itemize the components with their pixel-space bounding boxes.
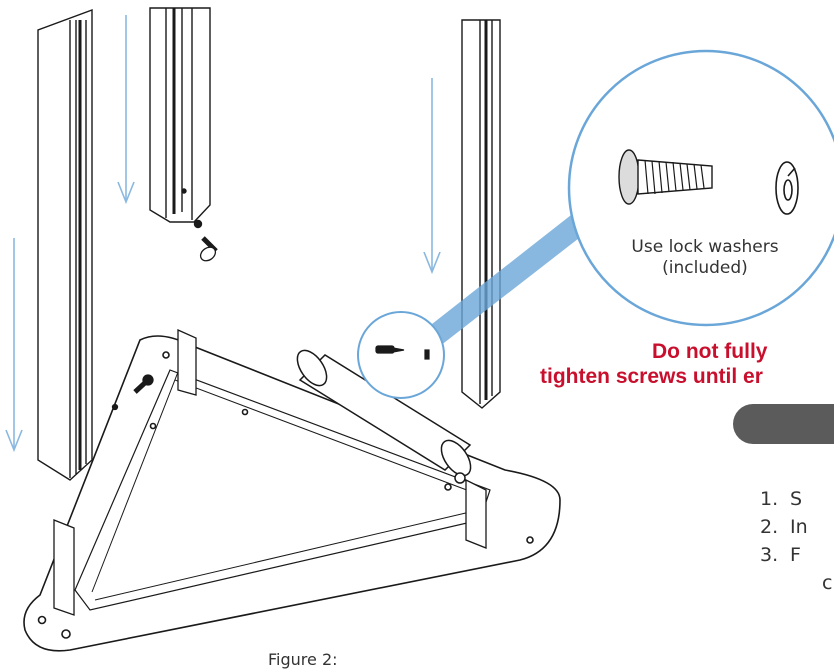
warning-line-1: Do not fully	[652, 340, 768, 363]
corner-brackets	[53, 328, 487, 616]
small-screw-icon	[375, 345, 430, 360]
step-number: 3.	[760, 544, 779, 566]
right-post	[461, 19, 501, 409]
step-number: 1.	[760, 488, 779, 510]
step-item: 2. In	[760, 516, 832, 544]
screw-detail-icon	[618, 149, 713, 205]
step-text: F	[790, 544, 801, 566]
steps-list: 1. S 2. In 3. F c	[760, 488, 832, 600]
callout-connector	[418, 208, 592, 346]
callout-line-1: Use lock washers	[631, 237, 779, 257]
motion-arrows	[5, 15, 441, 453]
step-continuation: c	[822, 572, 833, 594]
base-screw-icon	[111, 374, 154, 411]
step-text: S	[790, 488, 803, 510]
screw-icon	[199, 236, 218, 262]
triangular-base	[23, 335, 561, 652]
step-item: 3. F	[760, 544, 832, 572]
warning-line-2: tighten screws until er	[540, 365, 763, 388]
lock-washer-icon	[775, 161, 799, 215]
step-text: In	[790, 516, 808, 538]
step-number: 2.	[760, 516, 779, 538]
middle-post	[149, 7, 211, 229]
step-item: 1. S	[760, 488, 832, 516]
section-heading-pill	[733, 404, 834, 444]
callout-line-2: (included)	[662, 258, 748, 278]
callout-text: Use lock washers (included)	[590, 237, 820, 279]
roller	[296, 349, 472, 484]
callout-small-circle	[357, 311, 445, 399]
figure-caption: Figure 2:	[268, 650, 338, 669]
left-post	[37, 8, 93, 481]
